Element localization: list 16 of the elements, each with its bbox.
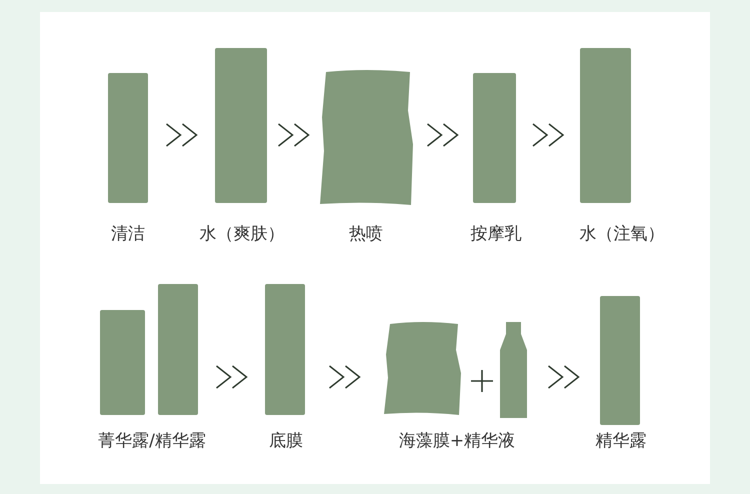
chevron-arrow (426, 123, 459, 147)
step-label: 菁华露/精华露 (97, 430, 207, 452)
step-label: 底膜 (268, 430, 304, 452)
chevron-arrow (278, 123, 310, 147)
step-label: 水（爽肤） (198, 223, 286, 245)
chevron-arrow (216, 365, 248, 389)
step-label: 按摩乳 (470, 223, 522, 245)
step-label: 热喷 (348, 223, 384, 245)
chevron-arrow (548, 365, 580, 389)
chevron-arrow (166, 123, 198, 147)
step-label: 水（注氧） (578, 223, 666, 245)
chevron-arrow (532, 123, 564, 147)
chevron-arrow (328, 365, 361, 389)
step-label: 海藻膜+精华液 (398, 430, 516, 452)
step-label: 精华露 (594, 430, 648, 452)
step-label: 清洁 (110, 223, 146, 245)
